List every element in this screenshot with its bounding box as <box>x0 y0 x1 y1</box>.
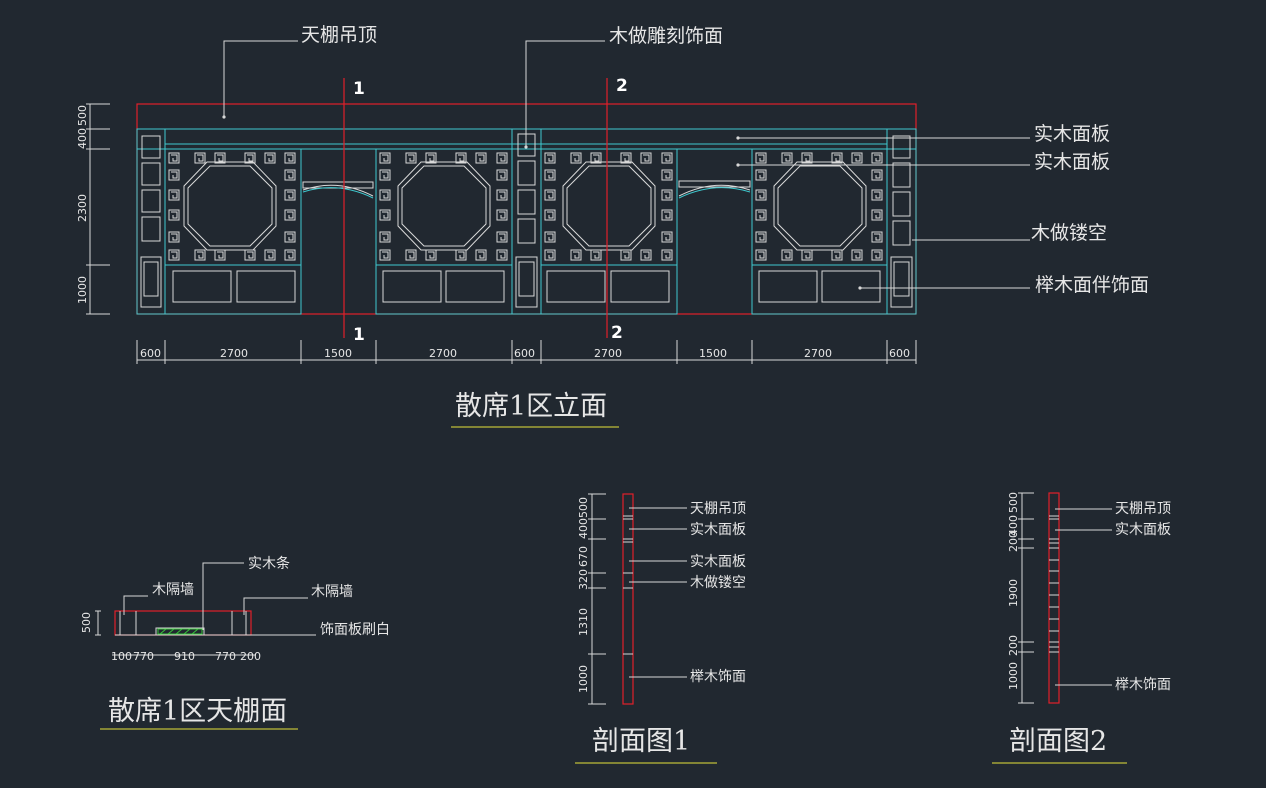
s2-dim-400: 400 <box>1007 515 1020 536</box>
section-mark-2-top: 2 <box>616 76 628 96</box>
left-dimension-lines <box>86 103 110 315</box>
screen-panel-1 <box>164 148 302 266</box>
s2-dim-200b: 200 <box>1007 635 1020 656</box>
section-1-body <box>622 493 634 705</box>
elevation-drawing: 1 1 2 2 天棚吊顶 木做雕刻饰面 实木面板 实木面板 木做镂空 榉木面伴饰… <box>76 24 1149 428</box>
elevation-title: 散席1区立面 <box>455 391 607 422</box>
bottom-dim-6: 2700 <box>594 347 622 360</box>
s1-dim-670: 670 <box>577 546 590 567</box>
section-2-drawing: 500 400 200 1900 200 1000 天棚吊顶 实木面板 榉木饰面… <box>992 492 1171 764</box>
screen-panel-2 <box>375 148 513 266</box>
ceiling-dim-2: 770 <box>133 650 154 663</box>
ceiling-plan-drawing: 实木条 木隔墙 木隔墙 饰面板刷白 500 100 770 910 770 20… <box>80 555 390 730</box>
s2-dim-1000: 1000 <box>1007 662 1020 690</box>
s1-label-3: 实木面板 <box>690 554 746 570</box>
opening-1 <box>300 149 377 314</box>
s1-label-4: 木做镂空 <box>690 575 746 591</box>
label-panel-1: 实木面板 <box>1034 123 1110 145</box>
label-paint: 饰面板刷白 <box>320 622 390 638</box>
bottom-dim-1: 600 <box>140 347 161 360</box>
left-dim-2300: 2300 <box>76 194 89 222</box>
elevation-leaders <box>223 40 1030 289</box>
screen-panel-3 <box>540 148 678 266</box>
ceiling-side-dim: 500 <box>80 612 93 633</box>
section-1-title: 剖面图1 <box>592 726 690 757</box>
label-ceiling: 天棚吊顶 <box>301 24 377 46</box>
label-wall-left: 木隔墙 <box>152 582 194 598</box>
bottom-dim-3: 1500 <box>324 347 352 360</box>
s1-label-1: 天棚吊顶 <box>690 501 746 517</box>
bottom-dim-5: 600 <box>514 347 535 360</box>
section-mark-1-bottom: 1 <box>353 325 365 345</box>
left-dim-1000: 1000 <box>76 276 89 304</box>
ceiling-dim-1: 100 <box>111 650 132 663</box>
bottom-dimension-lines <box>136 340 917 364</box>
ceiling-dim-4: 770 <box>215 650 236 663</box>
s2-dim-1900: 1900 <box>1007 579 1020 607</box>
section-2-body <box>1048 492 1060 704</box>
s2-label-2: 实木面板 <box>1115 522 1171 538</box>
bottom-dim-9: 600 <box>889 347 910 360</box>
bottom-dim-2: 2700 <box>220 347 248 360</box>
bottom-dim-8: 2700 <box>804 347 832 360</box>
ceiling-dim-3: 910 <box>174 650 195 663</box>
pillar-left <box>136 128 166 315</box>
s1-label-5: 榉木饰面 <box>690 669 746 685</box>
screen-panel-4 <box>751 148 888 266</box>
section-2-title: 剖面图2 <box>1009 726 1107 757</box>
pillar-middle <box>511 128 542 315</box>
bottom-dim-4: 2700 <box>429 347 457 360</box>
s1-dim-1310: 1310 <box>577 608 590 636</box>
label-panel-2: 实木面板 <box>1034 151 1110 173</box>
section-1-leaders <box>629 507 687 678</box>
label-wood-strip: 实木条 <box>248 555 290 572</box>
ceiling-plan-leaders <box>95 562 316 656</box>
s1-dim-400: 400 <box>577 518 590 539</box>
label-openwork: 木做镂空 <box>1031 222 1107 244</box>
s2-label-1: 天棚吊顶 <box>1115 501 1171 517</box>
section-mark-2-bottom: 2 <box>611 323 623 343</box>
pillar-right <box>886 128 917 315</box>
section-mark-1-top: 1 <box>353 79 365 99</box>
ceiling-plan-title: 散席1区天棚面 <box>108 696 287 727</box>
section-1-drawing: 500 400 670 320 1310 1000 天棚吊顶 实木面板 实木面板… <box>575 493 746 764</box>
wood-strip-fill <box>157 628 203 635</box>
left-dim-400: 400 <box>76 128 89 149</box>
s1-dim-320: 320 <box>577 569 590 590</box>
label-carving: 木做雕刻饰面 <box>609 25 723 47</box>
label-wall-right: 木隔墙 <box>311 584 353 600</box>
section-1-dim-lines <box>588 493 606 705</box>
s1-label-2: 实木面板 <box>690 522 746 538</box>
ceiling-dim-5: 200 <box>240 650 261 663</box>
label-beech: 榉木面伴饰面 <box>1035 274 1149 296</box>
left-dim-500: 500 <box>76 105 89 126</box>
s2-dim-500: 500 <box>1007 492 1020 513</box>
ceiling-plan-outline <box>114 610 252 636</box>
bottom-dim-7: 1500 <box>699 347 727 360</box>
s2-dim-200a: 200 <box>1007 531 1020 552</box>
s1-dim-500: 500 <box>577 497 590 518</box>
s1-dim-1000: 1000 <box>577 665 590 693</box>
opening-2 <box>676 149 753 314</box>
s2-label-3: 榉木饰面 <box>1115 677 1171 693</box>
section-2-leaders <box>1055 508 1112 686</box>
section-2-dim-lines <box>1018 492 1034 704</box>
